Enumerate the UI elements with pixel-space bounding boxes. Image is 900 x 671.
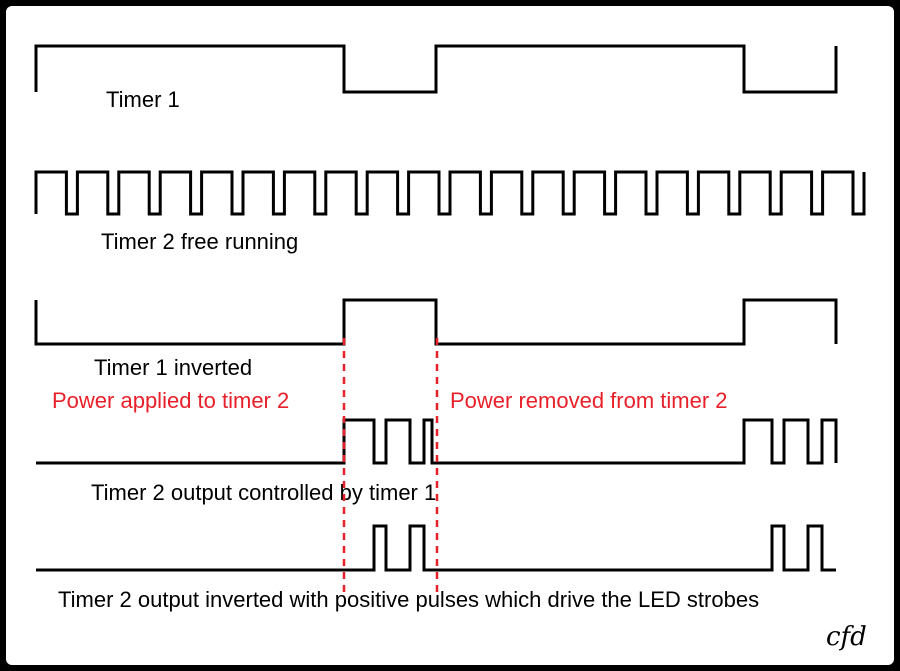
timer2-free-running-waveform [34,170,866,216]
timer2-free-running-label: Timer 2 free running [101,229,298,254]
timer2-controlled-waveform [36,418,838,465]
timer2-controlled-label: Timer 2 output controlled by timer 1 [91,480,436,505]
signature: cfd [826,622,867,652]
timer1-label: Timer 1 [106,87,180,112]
timer2-inverted-label: Timer 2 output inverted with positive pu… [58,587,759,612]
power-removed-annotation: Power removed from timer 2 [450,388,728,413]
timer1-waveform [34,44,838,94]
power-applied-annotation: Power applied to timer 2 [52,388,289,413]
timer1-inverted-waveform [34,298,838,346]
timer2-inverted-waveform [36,524,836,572]
timer1-inverted-label: Timer 1 inverted [94,355,252,380]
